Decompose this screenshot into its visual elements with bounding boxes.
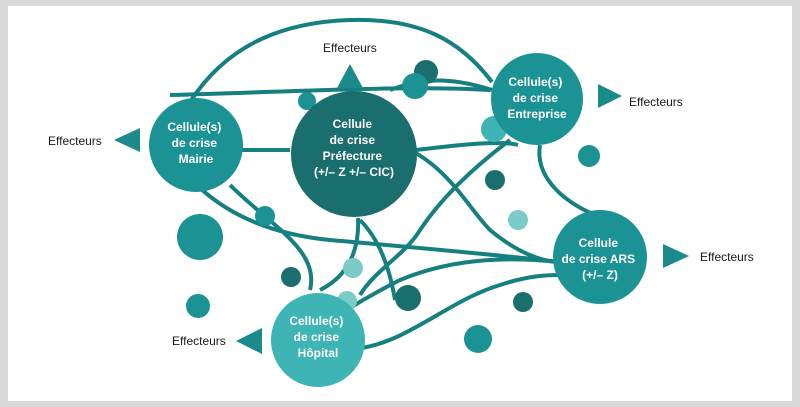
edge-prefecture-entreprise-low [415,140,519,152]
triangle-right-mid [663,244,689,268]
node-mairie-circle [149,98,243,192]
triangle-top [337,64,363,88]
small-circle [186,294,210,318]
small-circle [485,170,505,190]
triangle-right-top [598,84,622,108]
small-circle [508,210,528,230]
edge-mairie-entreprise-top [188,17,494,104]
small-circle [343,258,363,278]
node-ars: Cellule de crise ARS (+/– Z) [553,210,647,304]
effecteurs-label-bottom: Effecteurs [172,334,226,348]
node-hopital-label: Cellule(s) de crise Hôpital [289,314,346,360]
small-circle [464,325,492,353]
edge-mairie-entreprise [169,86,491,97]
triangle-left [114,128,140,152]
small-circle [177,214,223,260]
edge-prefecture-hopital [319,217,361,292]
node-mairie-label: Cellule(s) de crise Mairie [167,120,224,166]
small-circle [255,206,275,226]
effecteurs-label-right-top: Effecteurs [629,95,683,109]
edge-mairie-ars [198,186,561,264]
small-circle [578,145,600,167]
small-circle [298,92,316,110]
crisis-network-diagram: Cellule(s) de crise Mairie Cellule de cr… [48,17,754,387]
edge-mairie-hopital [228,183,314,291]
edge-entreprise-ars [537,144,596,217]
small-circle [402,73,428,99]
node-hopital-circle [271,293,365,387]
diagram-frame: Cellule(s) de crise Mairie Cellule de cr… [8,6,792,401]
small-circle [395,285,421,311]
node-entreprise-label: Cellule(s) de crise Entreprise [507,75,567,121]
edge-entreprise-hopital [358,138,512,297]
edge-hopital-ars-low [361,273,561,350]
edge-prefecture-ars [409,148,561,264]
node-prefecture-label: Cellule de crise Préfecture (+/– Z +/– C… [314,117,394,179]
effecteurs-label-left: Effecteurs [48,134,102,148]
small-circle [513,292,533,312]
effecteur-triangles [114,64,689,354]
node-ars-label: Cellule de crise ARS (+/– Z) [562,236,639,282]
node-entreprise-circle [491,53,583,145]
node-ars-circle [553,210,647,304]
node-mairie: Cellule(s) de crise Mairie [149,98,243,192]
effecteurs-label-right-mid: Effecteurs [700,250,754,264]
floating-circles [177,60,600,353]
effecteurs-label-top: Effecteurs [323,41,377,55]
edge-prefecture-mid [358,218,397,301]
node-prefecture: Cellule de crise Préfecture (+/– Z +/– C… [291,91,417,217]
small-circle [281,267,301,287]
triangle-bottom [236,328,262,354]
node-entreprise: Cellule(s) de crise Entreprise [491,53,583,145]
node-hopital: Cellule(s) de crise Hôpital [271,293,365,387]
node-prefecture-circle [291,91,417,217]
